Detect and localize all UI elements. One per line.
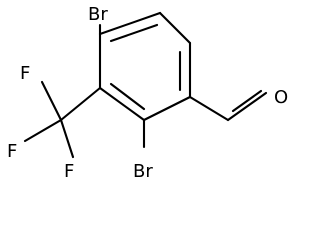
ring-inner-double-bond-top <box>109 23 159 43</box>
ring-bond-c1-c2 <box>98 11 162 36</box>
oxygen-label: O <box>274 87 288 108</box>
ring-bond-c5-c6 <box>98 86 146 122</box>
ring-bond-c4-c5 <box>142 95 192 122</box>
bond-carbon-to-left-fluorine <box>23 118 63 143</box>
chemical-structure-canvas: Br Br F F F O <box>7 4 289 182</box>
bond-carbon-to-top-fluorine <box>40 80 63 122</box>
fluorine-bottom-label: F <box>64 161 74 182</box>
chemical-structure-diagram: Br Br F F F O <box>7 4 288 182</box>
ring-bond-c2-c3 <box>158 11 192 45</box>
bond-ring-to-aldehyde-carbon <box>188 95 230 122</box>
bromine-bottom-label: Br <box>133 161 153 182</box>
aldehyde-carbonyl-bond-outer <box>226 91 268 122</box>
bromine-top-label: Br <box>88 4 108 25</box>
bond-carbon-to-bottom-fluorine <box>59 118 75 159</box>
bond-ring-to-trifluoromethyl <box>59 86 102 122</box>
ring-inner-double-bond-bottom-left <box>109 82 146 111</box>
aldehyde-carbonyl-bond-inner <box>231 89 263 113</box>
fluorine-top-label: F <box>20 63 30 84</box>
fluorine-left-label: F <box>7 141 17 162</box>
